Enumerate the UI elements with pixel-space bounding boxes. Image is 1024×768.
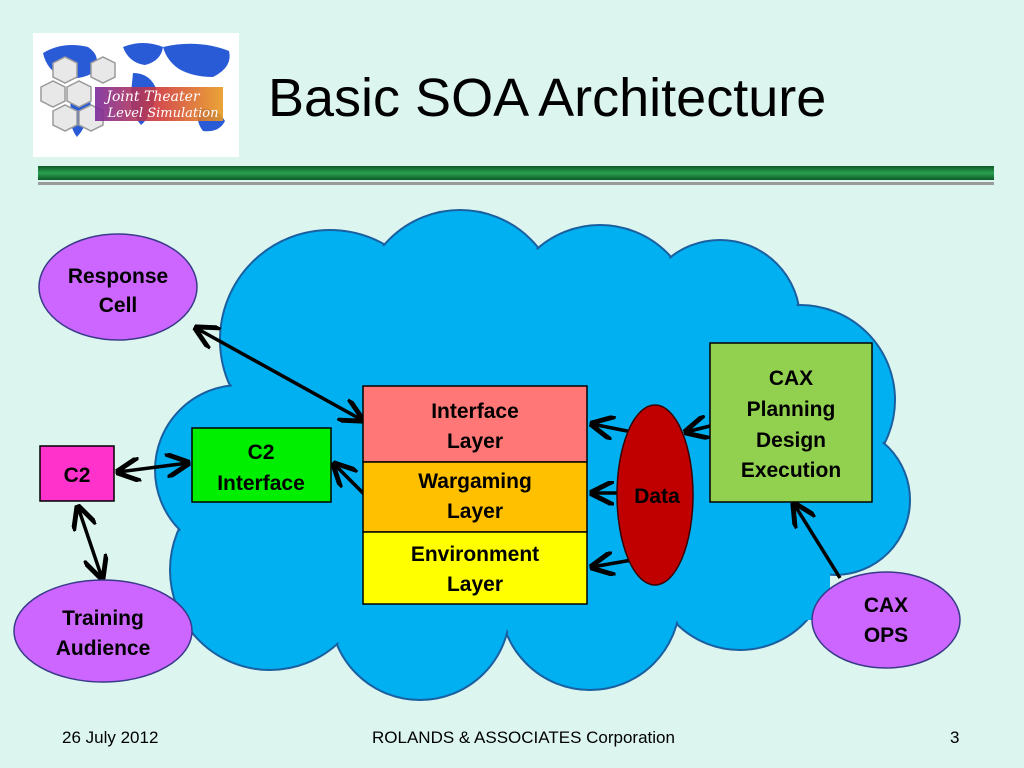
arrow-cax-data: [686, 426, 711, 432]
data-node: Data: [616, 404, 694, 586]
c2-node: C2: [39, 445, 115, 502]
arrow-caxops-cax: [794, 504, 842, 579]
title-divider: [38, 166, 994, 185]
cax-ops-line2: OPS: [864, 624, 908, 647]
cax-planning-line2: Planning: [747, 398, 836, 421]
interface-layer-line2: Layer: [447, 430, 503, 453]
environment-layer-line2: Layer: [447, 573, 503, 596]
environment-layer: Environment Layer: [362, 531, 588, 605]
cax-planning-line1: CAX: [769, 367, 813, 390]
environment-layer-line1: Environment: [411, 543, 539, 566]
cax-ops-node: CAX OPS: [811, 571, 961, 669]
c2-label: C2: [64, 464, 91, 487]
cax-ops-line1: CAX: [864, 594, 908, 617]
logo-line2: Level Simulation: [107, 106, 219, 121]
arrow-c2-training: [78, 507, 102, 578]
interface-layer: Interface Layer: [362, 385, 588, 463]
c2-interface-line1: C2: [248, 441, 275, 464]
arrow-data-environment: [592, 560, 633, 567]
data-label: Data: [634, 485, 680, 508]
interface-layer-line1: Interface: [431, 400, 519, 423]
footer-date: 26 July 2012: [62, 728, 159, 747]
hexagon-icons: [40, 56, 116, 132]
cax-planning-line3: Design: [756, 429, 826, 452]
wargaming-layer: Wargaming Layer: [362, 461, 588, 533]
arrow-data-interface: [592, 424, 633, 432]
wargaming-layer-line1: Wargaming: [418, 470, 532, 493]
jtls-logo: Joint Theater Level Simulation: [33, 33, 239, 157]
arrow-response-interface: [196, 328, 362, 420]
slide-title: Basic SOA Architecture: [268, 68, 827, 128]
response-cell-line2: Cell: [99, 294, 138, 317]
training-audience-node: Training Audience: [13, 579, 193, 683]
response-cell-line1: Response: [68, 265, 168, 288]
cax-planning-line4: Execution: [741, 459, 841, 482]
training-audience-line2: Audience: [56, 637, 151, 660]
footer-company: ROLANDS & ASSOCIATES Corporation: [372, 728, 675, 747]
footer-page-number: 3: [950, 728, 960, 747]
arrow-wargaming-c2interface: [334, 464, 366, 496]
training-audience-line1: Training: [62, 607, 144, 630]
c2-interface-line2: Interface: [217, 472, 305, 495]
response-cell-node: Response Cell: [38, 233, 198, 341]
c2-interface-node: C2 Interface: [191, 427, 332, 503]
logo-line1: Joint Theater: [103, 89, 201, 105]
arrow-c2-c2interface: [118, 463, 188, 472]
cax-planning-node: CAX Planning Design Execution: [709, 342, 873, 503]
wargaming-layer-line2: Layer: [447, 500, 503, 523]
